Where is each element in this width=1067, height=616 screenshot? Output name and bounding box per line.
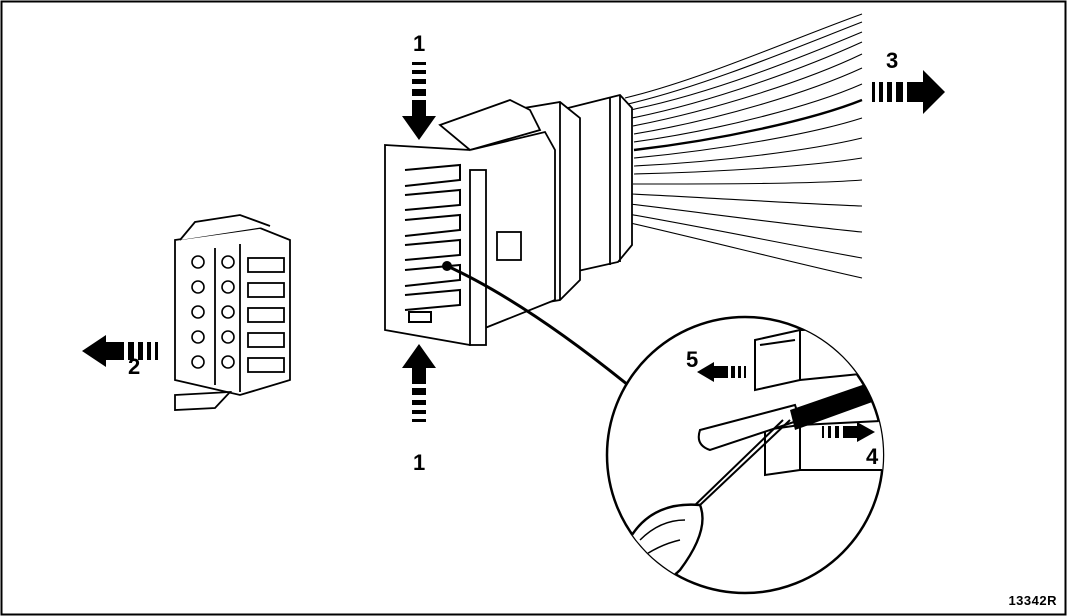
wire-bundle <box>624 13 863 279</box>
callout-terminal-pulled: 4 <box>866 444 879 469</box>
press-arrow-top <box>402 62 436 140</box>
probe-lead <box>444 263 629 387</box>
press-arrow-bottom <box>402 344 436 422</box>
probe-point <box>442 261 452 271</box>
callout-wires-pulled: 3 <box>886 48 899 73</box>
figure-reference-code: 13342R <box>1008 593 1057 608</box>
callout-press-bottom: 1 <box>413 450 426 475</box>
comb-holes <box>191 255 235 369</box>
comb-teeth <box>247 257 285 373</box>
callout-press-top: 1 <box>413 31 426 56</box>
pull-wires-arrow <box>872 70 945 114</box>
lift-tab-arrow <box>697 362 746 382</box>
remove-comb-arrow <box>82 335 158 367</box>
callout-lock-removed: 2 <box>128 354 141 379</box>
callout-tab-lifted: 5 <box>686 347 699 372</box>
pull-terminal-arrow <box>822 422 875 442</box>
